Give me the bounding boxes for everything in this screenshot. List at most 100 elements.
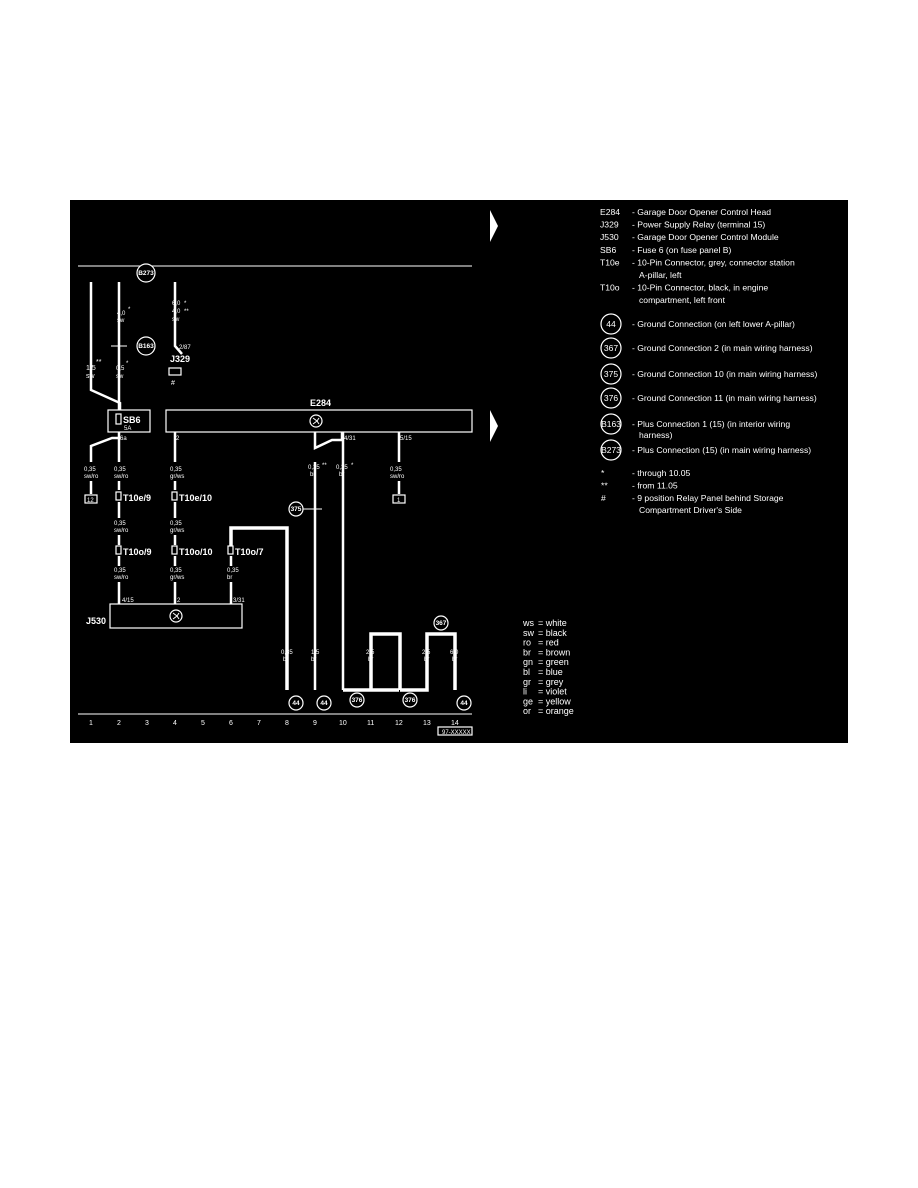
g44-connection [316,695,332,711]
wire-label: 0,35 [170,467,182,473]
wire-label: 0,35 [114,521,126,527]
column-number: 14 [451,720,459,727]
b273-connection [136,263,156,283]
legend-desc: - 10-Pin Connector, grey, connector stat… [632,257,795,267]
wire-label: 1,5 [311,650,320,656]
g44-label: 44 [292,700,300,707]
wire-label: sw [117,318,125,324]
column-number: 13 [423,720,431,727]
g44-connection [456,695,472,711]
color-code: bl [523,667,530,677]
legend-code: J530 [600,232,619,242]
wire-label: 6,0 [450,650,459,656]
color-name: = red [538,638,559,648]
g376-label: 376 [405,697,416,704]
connector-t10o9-icon [115,545,122,555]
legend-desc: A-pillar, left [639,270,682,280]
wire-col9-top [313,432,344,450]
wire-col11 [369,632,402,690]
column-number: 9 [313,720,317,727]
column-number: 3 [145,720,149,727]
note-desc: - through 10.05 [632,468,691,478]
sb6-fuse-icon [115,413,122,425]
column-number: 12 [395,720,403,727]
wire-label: gr/ws [170,575,184,581]
legend-circle-code: 44 [606,319,616,329]
column-number: 1 [89,720,93,727]
legend-circle-code: B163 [601,419,621,429]
legend-desc: compartment, left front [639,295,726,305]
wire-label: gr/ws [170,528,184,534]
wire-col8 [229,526,289,690]
wire-label: 0,35 [170,521,182,527]
wire-label: sw/ro [114,474,129,480]
wire-label: 6,0 [172,301,181,307]
pin-label: 6a [120,436,127,442]
g44-label: 44 [320,700,328,707]
t10o10-label: T10o/10 [179,547,213,557]
wire-label: 0,35 [390,467,402,473]
color-code: sw [523,628,535,638]
wire-label: 0,35 [227,568,239,574]
legend-code: T10o [600,283,620,293]
t10e10-label: T10e/10 [179,493,212,503]
wire-label: * [128,307,131,313]
color-name: = blue [538,667,563,677]
b273-label: B273 [138,270,154,277]
column-number: 2 [117,720,121,727]
pin-label: 5/15 [400,436,412,442]
wire-label: 0,35 [114,568,126,574]
legend-desc: - Fuse 6 (on fuse panel B) [632,245,731,255]
color-name: = orange [538,706,574,716]
wire-label: br [368,657,373,663]
color-code: ro [523,638,531,648]
wire-label: sw [172,317,180,323]
g376-connection [402,692,418,708]
wire-label: 1,5 [86,365,96,372]
legend-connection-icon [600,413,622,435]
e284-label: E284 [310,398,331,408]
legend-connection-icon [600,363,622,385]
connection-legend: 44- Ground Connection (on left lower A-p… [600,313,817,461]
t10o7-label: T10o/7 [235,547,264,557]
color-name: = grey [538,677,564,687]
box-1 [392,494,406,504]
wire-label: * [184,301,187,307]
component-legend: E284- Garage Door Opener Control HeadJ32… [600,207,795,305]
connector-t10e9-icon [115,491,122,501]
column-number: 11 [367,720,374,727]
note-desc: - 9 position Relay Panel behind Storage [632,493,784,503]
j329-relay [168,367,182,376]
wire-label: sw/ro [114,528,129,534]
color-name: = violet [538,687,567,697]
wire-label: sw/ro [390,474,405,480]
legend-desc: - Ground Connection 10 (in main wiring h… [632,369,817,379]
wire-label: sw [116,374,124,380]
relay-panel-mark: # [171,380,175,387]
wire-label: br [283,657,288,663]
wire-label: 4,0 [172,309,181,315]
legend-circle-code: B273 [601,445,621,455]
t10e9-label: T10e/9 [123,493,151,503]
connector-t10o10-icon [171,545,178,555]
wire-label: sw [86,373,96,380]
box-12 [84,494,98,504]
note-symbol: # [601,493,606,503]
wire-label: 0,35 [281,650,293,656]
wire-label: gr/ws [170,474,184,480]
pin-label: 6 [118,404,122,410]
column-number: 4 [173,720,177,727]
legend-desc: - Garage Door Opener Control Module [632,232,779,242]
wire-label: * [126,361,129,367]
box-1-label: 1 [397,498,401,504]
wire-label: ** [96,359,102,366]
color-code: ge [523,696,533,706]
continue-arrow-mid-icon [490,410,498,442]
connector-t10o7-icon [227,545,234,555]
j530-label: J530 [86,616,106,626]
pin-label: 4/15 [122,598,134,604]
note-desc: - from 11.05 [632,481,678,491]
g44-label: 44 [460,700,468,707]
legend-desc: - Ground Connection 11 (in main wiring h… [632,393,817,403]
